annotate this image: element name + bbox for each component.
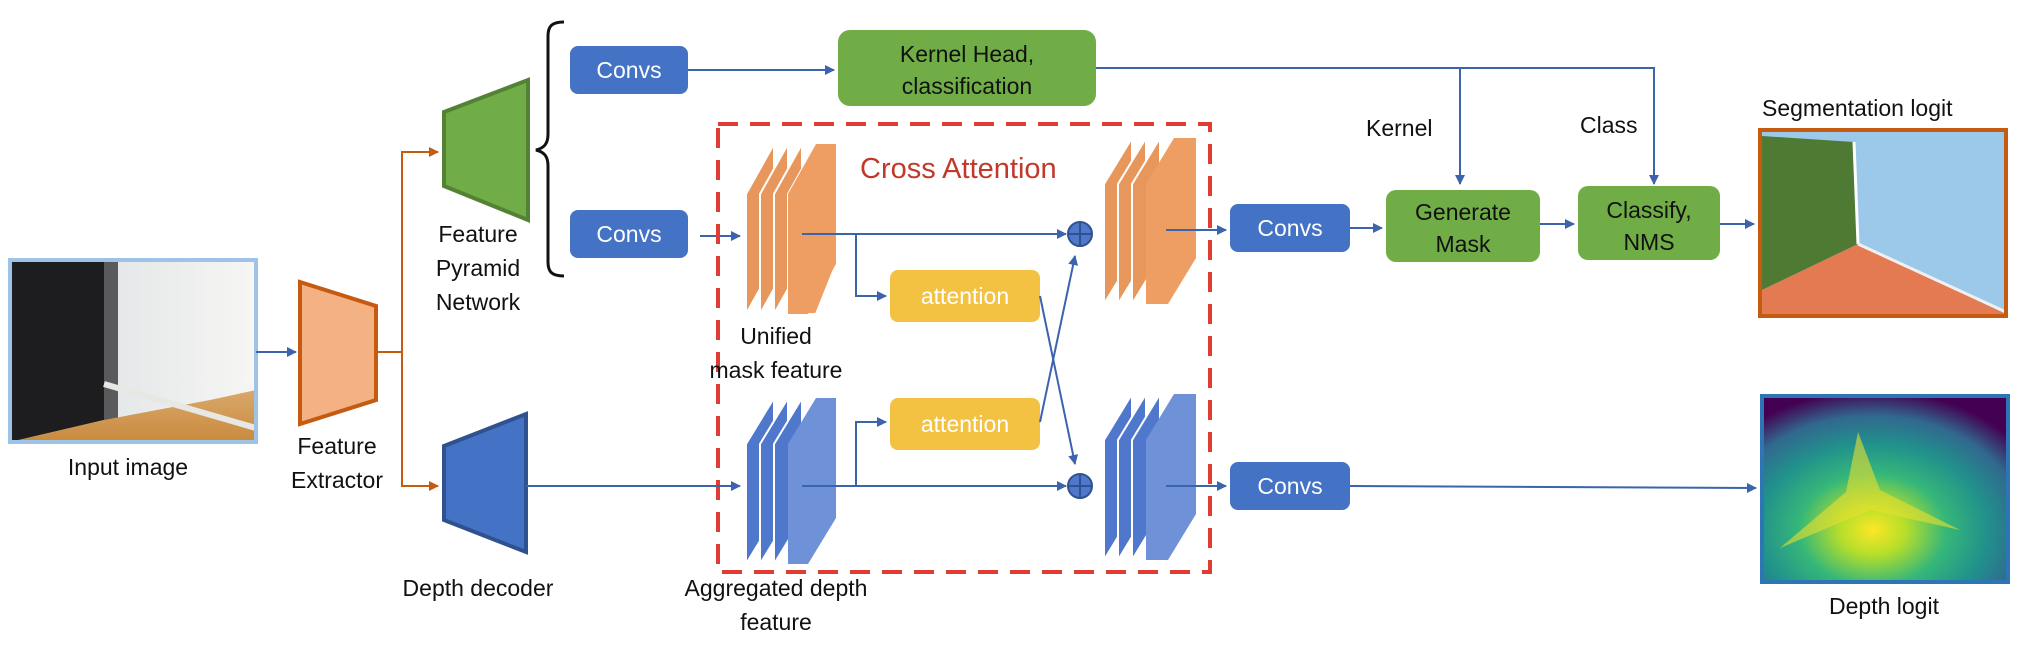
aggregated-depth-feature-stack (745, 394, 836, 568)
fpn-label-2: Pyramid (436, 255, 520, 281)
output-depth-stack (1103, 390, 1196, 564)
cross-attention-box (716, 122, 1212, 574)
fpn-label-3: Network (436, 289, 521, 315)
segmentation-logit-image (1758, 128, 2008, 318)
attention-top-label: attention (921, 283, 1009, 309)
feature-extractor-shape (298, 279, 378, 427)
convs-top-label: Convs (596, 57, 661, 83)
fpn-shape (442, 77, 530, 223)
feature-extractor-label-2: Extractor (291, 467, 383, 493)
plus-circle-bottom (1067, 473, 1093, 499)
convs-right-top-label: Convs (1257, 215, 1322, 241)
aggregated-label-1: Aggregated depth (685, 575, 868, 601)
classify-label-1: Classify, (1606, 197, 1691, 223)
class-label: Class (1580, 112, 1638, 138)
kernel-head-box: Kernel Head, classification (838, 30, 1096, 106)
depth-logit-image (1760, 394, 2010, 584)
classify-label-2: NMS (1623, 229, 1674, 255)
attention-top-box: attention (890, 270, 1040, 322)
unified-label-1: Unified (740, 323, 812, 349)
attention-bottom-label: attention (921, 411, 1009, 437)
generate-mask-box: Generate Mask (1386, 190, 1540, 262)
generate-mask-label-2: Mask (1436, 231, 1491, 257)
depth-decoder-shape (442, 411, 528, 555)
kernel-head-label-1: Kernel Head, (900, 41, 1034, 67)
kernel-label: Kernel (1366, 115, 1432, 141)
generate-mask-label-1: Generate (1415, 199, 1511, 225)
input-image (8, 258, 258, 444)
convs-right-bottom-box: Convs (1230, 462, 1350, 510)
unified-label-2: mask feature (710, 357, 843, 383)
output-mask-stack (1103, 134, 1196, 308)
convs-mid-label: Convs (596, 221, 661, 247)
classify-nms-box: Classify, NMS (1578, 186, 1720, 260)
cross-attention-label: Cross Attention (860, 153, 1057, 185)
convs-top-box: Convs (570, 46, 688, 94)
convs-right-top-box: Convs (1230, 204, 1350, 252)
input-image-label: Input image (68, 454, 188, 480)
unified-mask-feature-stack (745, 140, 837, 318)
fpn-label-1: Feature (438, 221, 517, 247)
feature-extractor-label-1: Feature (297, 433, 376, 459)
plus-circle-top (1067, 221, 1093, 247)
kernel-head-label-2: classification (902, 73, 1032, 99)
attention-bottom-box: attention (890, 398, 1040, 450)
depth-logit-label: Depth logit (1829, 593, 1940, 619)
convs-mid-box: Convs (570, 210, 688, 258)
aggregated-label-2: feature (740, 609, 812, 635)
fpn-brace (535, 20, 565, 278)
depth-decoder-label: Depth decoder (403, 575, 554, 601)
segmentation-logit-label: Segmentation logit (1762, 95, 1953, 121)
convs-right-bottom-label: Convs (1257, 473, 1322, 499)
